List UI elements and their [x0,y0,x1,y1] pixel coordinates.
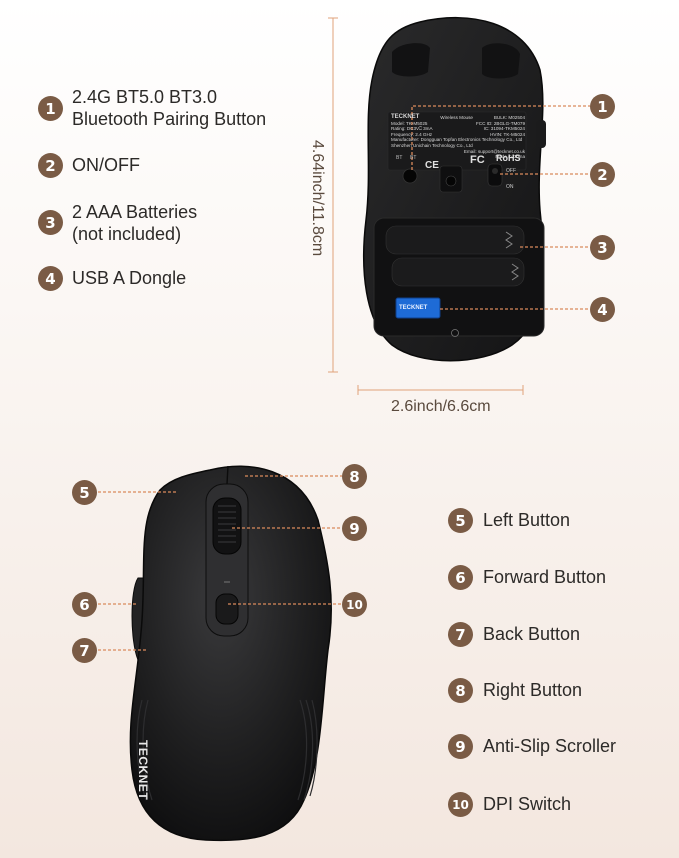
feature-label-right-button: Right Button [483,680,583,700]
callout-badge-8: 8 [342,464,367,489]
feature-badge-2: 2 [38,153,63,178]
callout-badge-6: 6 [72,592,97,617]
ce-mark: CE [425,160,439,171]
feature-badge-5: 5 [448,508,473,533]
feature-badge-1: 1 [38,96,63,121]
callout-badge-4: 4 [590,297,615,322]
feature-badge-10: 10 [448,792,473,817]
switch-off-label: OFF [506,168,516,174]
underside-model: Model: TK-M5025 [391,120,428,126]
underside-bt-label-2: BT [410,155,417,161]
width-dimension-line [357,385,524,395]
mouse-underside [362,16,546,362]
callout-badge-10: 10 [342,592,367,617]
feature-label-dongle: USB A Dongle [72,268,187,288]
feature-badge-8: 8 [448,678,473,703]
callout-badge-9: 9 [342,516,367,541]
callout-badge-2: 2 [590,162,615,187]
dongle-label: TECKNET [399,305,428,311]
callout-badge-3: 3 [590,235,615,260]
feature-badge-9: 9 [448,734,473,759]
feature-label-dpi-switch: DPI Switch [483,794,572,814]
feature-label-anti-slip-scroller: Anti-Slip Scroller [483,736,617,756]
callout-badge-1: 1 [590,94,615,119]
feature-badge-3: 3 [38,210,63,235]
feature-label-forward-button: Forward Button [483,567,607,587]
underside-bulk: BULK: M02504 [493,115,525,120]
underside-rating: Rating: DC3V⎕ 3mA [391,126,433,132]
underside-made-by: Shenzhen Unichain Technology Co., Ltd [391,142,473,148]
switch-on-label: ON [506,184,514,190]
fc-mark: FC [470,154,485,166]
feature-label-batteries-line1: 2 AAA Batteries [72,202,198,222]
feature-label-bluetooth-line2: Bluetooth Pairing Button [72,109,267,129]
underside-label-panel: TECKNET Wireless Mouse BULK: M02504 Mode… [391,114,525,167]
feature-label-left-button: Left Button [483,510,571,530]
feature-label-batteries-line2: (not included) [72,224,182,244]
feature-badge-6: 6 [448,565,473,590]
underside-ic: IC: 31094-TKM5024 [483,126,525,132]
callout-badge-5: 5 [72,480,97,505]
mouse-top-view [129,465,332,842]
top-view-callout-lines [98,475,342,651]
underside-callout-lines [411,105,590,310]
underside-frequency: Frequency: 2.4 GHz [391,131,433,137]
height-dimension-line [328,17,338,373]
underside-hvin: HVIN: TK-M5024 [490,131,525,137]
underside-manufacturer: Manufacturer: Dongguan Topfan Electronic… [391,137,523,143]
underside-fcc: FCC ID: 2BGLG-TM079 [475,120,525,126]
top-brand-logo: TECKNET [136,740,150,801]
feature-label-back-button: Back Button [483,624,581,644]
feature-label-on-off: ON/OFF [72,155,140,175]
underside-brand: TECKNET [391,114,420,120]
rohs-mark: RoHS [496,153,521,163]
feature-badge-7: 7 [448,622,473,647]
underside-email: Email: support@tecknet.co.uk [463,148,525,154]
callout-badge-7: 7 [72,638,97,663]
feature-label-bluetooth-line1: 2.4G BT5.0 BT3.0 [72,87,218,107]
underside-bt-label-1: BT [396,155,403,161]
feature-badge-4: 4 [38,266,63,291]
underside-origin: Made in China [495,154,525,160]
width-dimension-label: 2.6inch/6.6cm [391,398,491,415]
underside-title: Wireless Mouse [440,115,473,120]
